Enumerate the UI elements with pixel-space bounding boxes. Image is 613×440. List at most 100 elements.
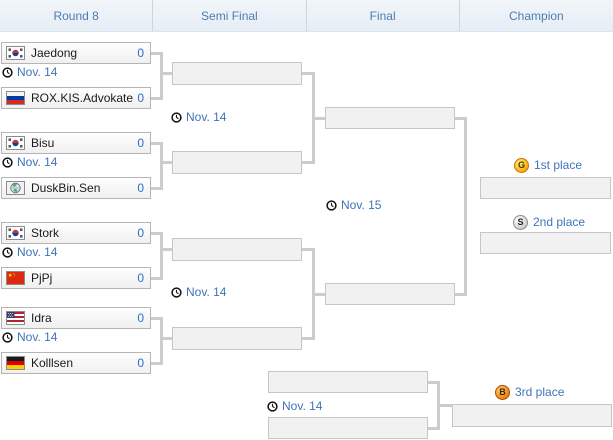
third-place-feeder-slot-2	[268, 417, 428, 439]
clock-icon	[326, 199, 337, 211]
player-name: ROX.KIS.Advokate	[31, 91, 134, 105]
bracket-connector-line	[160, 232, 163, 280]
bracket-connector-line	[437, 404, 452, 407]
bracket-connector-line	[312, 117, 325, 120]
bracket-header: Round 8 Semi Final Final Champion	[0, 0, 613, 32]
first-place-text: 1st place	[534, 158, 583, 172]
bracket-connector-line	[151, 52, 163, 55]
semifinal-slot-1	[172, 62, 302, 85]
player-score: 0	[137, 356, 144, 370]
bracket-connector-line	[312, 293, 325, 296]
semifinal-slot-3	[172, 238, 302, 261]
player-score: 0	[137, 46, 144, 60]
bracket-connector-line	[160, 142, 163, 190]
match-date-text: Nov. 14	[17, 330, 58, 344]
bracket-connector-line	[151, 232, 163, 235]
gold-medal-icon: G	[514, 157, 529, 173]
player-score: 0	[137, 271, 144, 285]
final-slot-2	[325, 283, 455, 305]
bracket-connector-line	[160, 248, 172, 251]
player-score: 0	[137, 91, 144, 105]
bracket-connector-line	[151, 277, 163, 280]
clock-icon	[2, 156, 13, 168]
first-place-slot	[480, 177, 611, 199]
clock-icon	[2, 246, 13, 258]
semifinal-date-2: Nov. 14	[171, 285, 226, 299]
match-date-text: Nov. 14	[186, 110, 227, 124]
third-place-slot	[452, 404, 612, 427]
third-place-feeder-slot-1	[268, 371, 428, 393]
bracket-connector-line	[428, 427, 440, 430]
player-score: 0	[137, 136, 144, 150]
match-date-text: Nov. 14	[282, 399, 323, 413]
flag-south-korea-icon	[6, 46, 25, 60]
bracket-connector-line	[455, 117, 467, 120]
player-score: 0	[137, 226, 144, 240]
silver-medal-icon: S	[513, 214, 528, 230]
bracket-connector-line	[160, 337, 172, 340]
bracket-connector-line	[428, 381, 440, 384]
third-place-label: B 3rd place	[495, 384, 564, 400]
player-row-bisu[interactable]: Bisu 0	[1, 132, 151, 154]
player-name: Jaedong	[31, 46, 78, 60]
player-name: Kolllsen	[31, 356, 74, 370]
player-name: PjPj	[31, 271, 53, 285]
bracket-connector-line	[302, 161, 315, 164]
bracket-connector-line	[151, 317, 163, 320]
flag-china-icon	[6, 271, 25, 285]
bracket-connector-line	[151, 362, 163, 365]
match-date: Nov. 14	[2, 245, 57, 259]
bracket-connector-line	[151, 142, 163, 145]
bracket-connector-line	[160, 161, 172, 164]
player-row-kolllsen[interactable]: Kolllsen 0	[1, 352, 151, 374]
bracket-connector-line	[302, 248, 315, 251]
semifinal-date-1: Nov. 14	[171, 110, 226, 124]
match-date-text: Nov. 14	[17, 65, 58, 79]
flag-russia-icon	[6, 91, 25, 105]
bracket-connector-line	[160, 72, 172, 75]
second-place-label: S 2nd place	[513, 214, 585, 230]
flag-united-states-icon	[6, 311, 25, 325]
clock-icon	[171, 286, 182, 298]
player-name: Bisu	[31, 136, 55, 150]
player-score: 0	[137, 311, 144, 325]
bracket-connector-line	[151, 187, 163, 190]
bracket-connector-line	[302, 337, 315, 340]
player-row-jaedong[interactable]: Jaedong 0	[1, 42, 151, 64]
first-place-label: G 1st place	[514, 157, 582, 173]
bracket-connector-line	[455, 293, 467, 296]
player-row-rox-kis-advokate[interactable]: ROX.KIS.Advokate 0	[1, 87, 151, 109]
player-row-idra[interactable]: Idra 0	[1, 307, 151, 329]
match-date-text: Nov. 14	[17, 245, 58, 259]
second-place-text: 2nd place	[533, 215, 586, 229]
clock-icon	[2, 66, 13, 78]
match-date: Nov. 14	[2, 155, 57, 169]
final-slot-1	[325, 107, 455, 129]
player-row-stork[interactable]: Stork 0	[1, 222, 151, 244]
bracket-connector-line	[160, 317, 163, 365]
player-name: Idra	[31, 311, 52, 325]
match-date-text: Nov. 15	[341, 198, 382, 212]
clock-icon	[2, 331, 13, 343]
player-row-duskbin-sen[interactable]: DuskBin.Sen 0	[1, 177, 151, 199]
match-date-text: Nov. 14	[17, 155, 58, 169]
bronze-medal-icon: B	[495, 384, 510, 400]
column-header-semi-final: Semi Final	[152, 0, 305, 31]
column-header-final: Final	[305, 0, 459, 31]
clock-icon	[171, 111, 182, 123]
player-score: 0	[137, 181, 144, 195]
final-date: Nov. 15	[326, 198, 381, 212]
match-date: Nov. 14	[2, 330, 57, 344]
flag-south-korea-icon	[6, 136, 25, 150]
semifinal-slot-2	[172, 151, 302, 174]
flag-world-icon	[6, 181, 25, 195]
third-place-text: 3rd place	[515, 385, 565, 399]
flag-south-korea-icon	[6, 226, 25, 240]
player-row-pjpj[interactable]: PjPj 0	[1, 267, 151, 289]
player-name: Stork	[31, 226, 60, 240]
bracket-connector-line	[160, 52, 163, 100]
player-name: DuskBin.Sen	[31, 181, 101, 195]
bracket-connector-line	[302, 72, 315, 75]
third-place-date: Nov. 14	[267, 399, 322, 413]
